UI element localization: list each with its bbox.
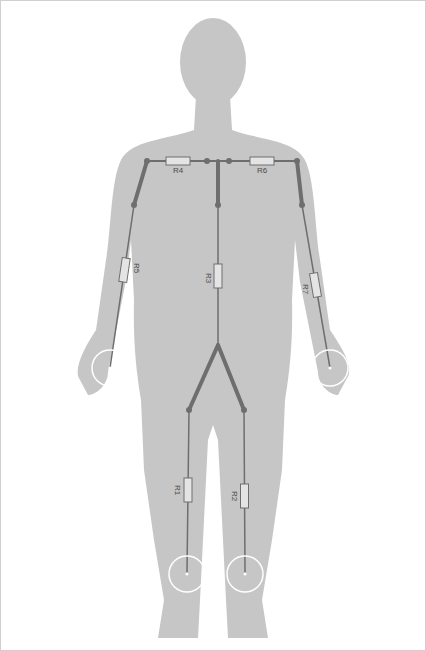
part-label: R7 — [301, 284, 309, 294]
part-label: R3 — [204, 273, 212, 283]
part-label: R6 — [257, 167, 267, 175]
part-label: R5 — [132, 263, 140, 273]
resistor-network — [110, 161, 330, 572]
resistor-symbol — [119, 157, 322, 508]
part-label: R2 — [230, 491, 238, 501]
junction-dots — [131, 158, 305, 413]
part-label: R1 — [173, 485, 181, 495]
part-label: R4 — [173, 167, 183, 175]
body-silhouette — [78, 18, 350, 638]
electrode — [92, 350, 348, 592]
electrode-center — [109, 367, 332, 576]
